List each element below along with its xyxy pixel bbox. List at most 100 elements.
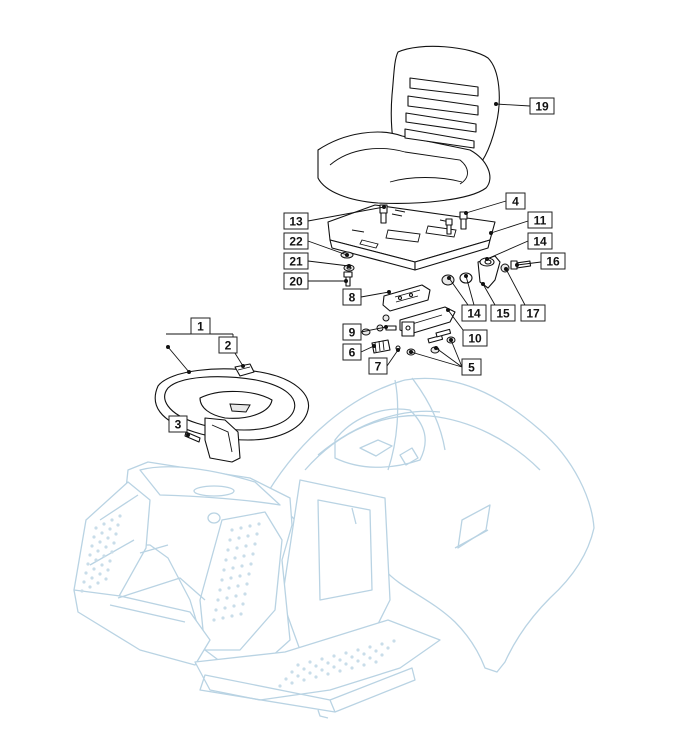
perforation — [220, 578, 224, 582]
perforation — [247, 572, 251, 576]
callout-2[interactable]: 2 — [218, 336, 238, 354]
perforation — [251, 552, 255, 556]
callout-7[interactable]: 7 — [368, 357, 388, 375]
perforation — [290, 670, 294, 674]
callout-label: 11 — [534, 214, 547, 228]
callout-20[interactable]: 20 — [283, 272, 309, 290]
perforation — [380, 642, 384, 646]
callout-label: 22 — [289, 235, 303, 249]
perforation — [240, 564, 244, 568]
callout-9[interactable]: 9 — [342, 323, 362, 341]
tractor-body-ghost — [73, 377, 595, 719]
perforation — [112, 541, 116, 545]
perforation — [249, 562, 253, 566]
perforation — [386, 646, 390, 650]
callout-16[interactable]: 16 — [540, 252, 566, 270]
plate-bolts — [379, 204, 468, 235]
perforation — [230, 528, 234, 532]
callout-label: 1 — [197, 320, 204, 334]
perforation — [234, 594, 238, 598]
perforation — [92, 567, 96, 571]
perforation — [216, 598, 220, 602]
seat — [317, 45, 500, 204]
callout-label: 20 — [289, 275, 303, 289]
perforation — [212, 618, 216, 622]
perforation — [118, 514, 122, 518]
callout-17[interactable]: 17 — [520, 304, 546, 322]
callout-label: 2 — [225, 339, 232, 353]
perforation — [232, 604, 236, 608]
callout-11[interactable]: 11 — [527, 211, 553, 229]
perforation — [214, 608, 218, 612]
perforation — [350, 666, 354, 670]
leader-lines — [166, 102, 542, 437]
perforation — [284, 677, 288, 681]
callout-label: 17 — [526, 307, 540, 321]
callout-5[interactable]: 5 — [461, 358, 482, 376]
perforation — [380, 653, 384, 657]
callout-10[interactable]: 10 — [462, 329, 488, 347]
perforation — [243, 592, 247, 596]
callout-21[interactable]: 21 — [283, 252, 309, 270]
perforation — [110, 550, 114, 554]
perforation — [227, 586, 231, 590]
perforation — [314, 664, 318, 668]
callout-22[interactable]: 22 — [283, 232, 309, 250]
perforation — [362, 652, 366, 656]
perforation — [225, 596, 229, 600]
perforation — [332, 665, 336, 669]
perforation — [314, 675, 318, 679]
callout-4[interactable]: 4 — [505, 192, 526, 210]
perforation — [237, 536, 241, 540]
grille-perforations — [80, 514, 396, 688]
perforation — [228, 538, 232, 542]
perforation — [290, 681, 294, 685]
perforation — [82, 580, 86, 584]
perforation — [241, 602, 245, 606]
slide-rail-left — [382, 284, 431, 312]
perforation — [98, 540, 102, 544]
callout-13[interactable]: 13 — [283, 212, 309, 230]
callout-label: 5 — [468, 361, 475, 375]
perforation — [90, 576, 94, 580]
callout-label: 21 — [289, 255, 303, 269]
perforation — [296, 663, 300, 667]
callout-label: 14 — [533, 235, 547, 249]
steering-wheel — [154, 345, 310, 463]
perforation — [94, 558, 98, 562]
fender-slot — [457, 504, 491, 549]
perforation — [344, 662, 348, 666]
perforation — [239, 526, 243, 530]
perforation — [231, 566, 235, 570]
perforation — [100, 531, 104, 535]
perforation — [96, 581, 100, 585]
perforation — [108, 559, 112, 563]
perforation — [104, 577, 108, 581]
callout-14-upper[interactable]: 14 — [527, 232, 553, 250]
perforation — [96, 549, 100, 553]
perforation — [114, 532, 118, 536]
perforation — [92, 535, 96, 539]
perforation — [230, 614, 234, 618]
callout-14-lower[interactable]: 14 — [461, 304, 487, 322]
callout-label: 10 — [468, 332, 482, 346]
small-hardware — [361, 314, 456, 356]
rear-fender — [267, 377, 595, 673]
perforation — [356, 648, 360, 652]
perforation — [374, 649, 378, 653]
callout-label: 15 — [496, 307, 510, 321]
callout-1[interactable]: 1 — [190, 317, 211, 335]
callout-15[interactable]: 15 — [490, 304, 516, 322]
callout-19[interactable]: 19 — [529, 97, 555, 115]
callout-8[interactable]: 8 — [342, 288, 362, 306]
perforation — [253, 542, 257, 546]
callout-3[interactable]: 3 — [168, 415, 188, 433]
perforation — [308, 671, 312, 675]
perforation — [302, 667, 306, 671]
callout-label: 13 — [289, 215, 303, 229]
perforation — [308, 660, 312, 664]
callout-6[interactable]: 6 — [342, 343, 362, 361]
perforation — [278, 684, 282, 688]
perforation — [108, 527, 112, 531]
